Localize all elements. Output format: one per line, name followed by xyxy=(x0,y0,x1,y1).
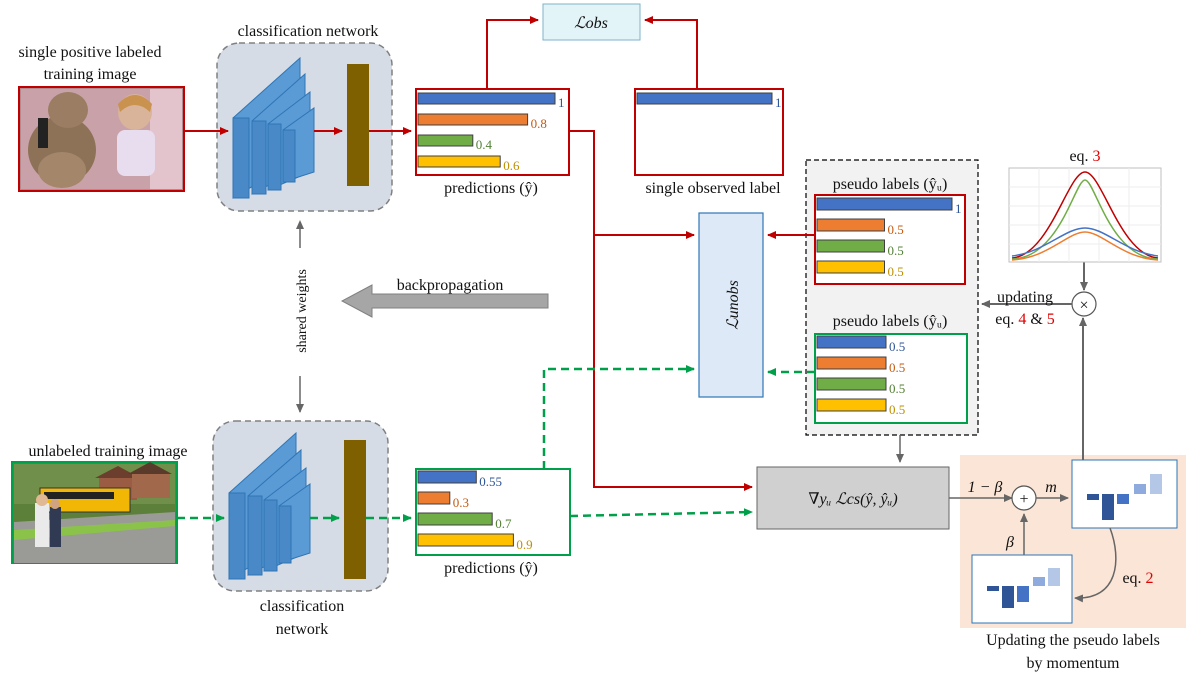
pseudo-1-bar-value: 1 xyxy=(955,201,962,216)
pred-bottom-bar-value: 0.9 xyxy=(516,537,532,552)
pred-top-bar xyxy=(417,134,474,147)
pred-top-bar-value: 0.8 xyxy=(531,116,547,131)
pred-bottom-bar xyxy=(417,512,493,526)
pseudo-2-bar xyxy=(816,377,887,391)
grad-box xyxy=(756,466,950,530)
arrow-pred-bottom-to-grad xyxy=(569,508,753,518)
pred-top-bar-value: 0.6 xyxy=(503,158,520,173)
cls-net-top-fc xyxy=(347,64,369,186)
shared-weights-label: shared weights xyxy=(295,269,310,353)
pred-top-label: predictions (ŷ) xyxy=(444,180,538,197)
eq3-plot-curves xyxy=(1011,171,1159,261)
pred-top-bar xyxy=(417,92,556,105)
pseudo-1-bar-value: 0.5 xyxy=(888,222,904,237)
pseudo-1-bar xyxy=(816,239,885,253)
pseudo-2-title: pseudo labels (ŷᵤ) xyxy=(833,313,948,330)
pseudo-2-bars: 0.5 0.5 0.5 0.5 xyxy=(816,335,905,417)
pred-bottom-bar xyxy=(417,491,451,505)
pseudo-2-bar-value: 0.5 xyxy=(889,339,905,354)
pred-bottom-bars: 0.55 0.3 0.7 0.9 xyxy=(417,470,533,552)
cls-net-bottom-label-line1: classification xyxy=(260,598,344,615)
arrow-obs-to-lobs xyxy=(644,16,698,89)
m-label: m xyxy=(1045,479,1057,496)
pos-image-title-line2: training image xyxy=(44,66,137,83)
pseudo-2-bar xyxy=(816,335,887,349)
cls-net-bottom-label-line2: network xyxy=(276,621,328,638)
arrow-pred-top-to-grad xyxy=(569,130,753,491)
one-minus-beta-label: 1 − β xyxy=(968,479,1003,496)
eq2-label: eq. 2 xyxy=(1122,570,1153,587)
pseudo-1-bar xyxy=(816,260,885,274)
beta-label: β xyxy=(1005,534,1014,551)
pos-image-title-line1: single positive labeled xyxy=(18,44,161,61)
pred-bottom-bar-value: 0.3 xyxy=(453,495,469,510)
pseudo-2-bar-value: 0.5 xyxy=(889,402,905,417)
loss-obs-box xyxy=(542,3,641,41)
cls-net-top-label: classification network xyxy=(238,23,379,40)
pred-top-bar-value: 1 xyxy=(558,95,565,110)
pseudo-2-bar-value: 0.5 xyxy=(889,381,905,396)
updating-eq-label: eq. 4 & 5 xyxy=(995,311,1055,328)
observed-bars: 1 xyxy=(636,92,782,110)
pseudo-1-bar xyxy=(816,218,885,232)
arrow-pred-to-lobs xyxy=(486,16,539,89)
pred-bottom-bar-value: 0.7 xyxy=(495,516,512,531)
pred-top-bar xyxy=(417,113,529,126)
grad-label: ∇yᵤ ℒcs(ŷ, ŷᵤ) xyxy=(808,491,897,508)
pseudo-1-bar xyxy=(816,197,953,211)
loss-unobs-label: ℒunobs xyxy=(725,280,742,330)
arrow-pred-bottom-to-lunobs xyxy=(542,365,695,469)
pseudo-2-bar-value: 0.5 xyxy=(889,360,905,375)
positive-labeled-image xyxy=(18,86,185,192)
unl-image-title: unlabeled training image xyxy=(28,443,187,460)
observed-label: single observed label xyxy=(645,180,781,197)
observed-bar-value: 1 xyxy=(775,95,782,110)
pseudo-1-title: pseudo labels (ŷᵤ) xyxy=(833,176,948,193)
cls-net-bottom-fc xyxy=(344,440,366,579)
pred-top-bars: 1 0.8 0.4 0.6 xyxy=(417,92,565,173)
momentum-prev-bars xyxy=(987,568,1060,608)
loss-obs-label: ℒobs xyxy=(574,15,608,32)
pred-bottom-bar-value: 0.55 xyxy=(479,474,502,489)
momentum-caption-line2: by momentum xyxy=(1027,655,1120,672)
observed-bar xyxy=(636,92,773,105)
times-symbol: × xyxy=(1079,297,1088,314)
pred-bottom-label: predictions (ŷ) xyxy=(444,560,538,577)
pseudo-2-bar xyxy=(816,356,887,370)
backprop-label: backpropagation xyxy=(397,277,504,294)
eq3-label: eq. 3 xyxy=(1069,148,1100,165)
pseudo-1-bars: 1 0.5 0.5 0.5 xyxy=(816,197,962,279)
pseudo-2-bar xyxy=(816,398,887,412)
momentum-caption-line1: Updating the pseudo labels xyxy=(986,632,1160,649)
unlabeled-image xyxy=(11,461,178,564)
pseudo-1-bar-value: 0.5 xyxy=(888,243,904,258)
loss-unobs-box xyxy=(698,212,764,398)
cls-net-bottom-layers xyxy=(228,431,311,580)
momentum-current-bars xyxy=(1087,474,1162,520)
cls-net-top-layers xyxy=(232,56,315,199)
updating-label: updating xyxy=(997,289,1053,306)
pred-top-bar xyxy=(417,155,501,168)
pred-bottom-bar xyxy=(417,533,514,547)
arrow-eq2-curve xyxy=(1074,527,1117,603)
pred-bottom-bar xyxy=(417,470,477,484)
plus-symbol: + xyxy=(1019,491,1028,508)
backprop-arrow xyxy=(340,284,549,318)
eq3-plot-grid xyxy=(1009,168,1161,262)
pseudo-1-bar-value: 0.5 xyxy=(888,264,904,279)
pred-top-bar-value: 0.4 xyxy=(476,137,493,152)
